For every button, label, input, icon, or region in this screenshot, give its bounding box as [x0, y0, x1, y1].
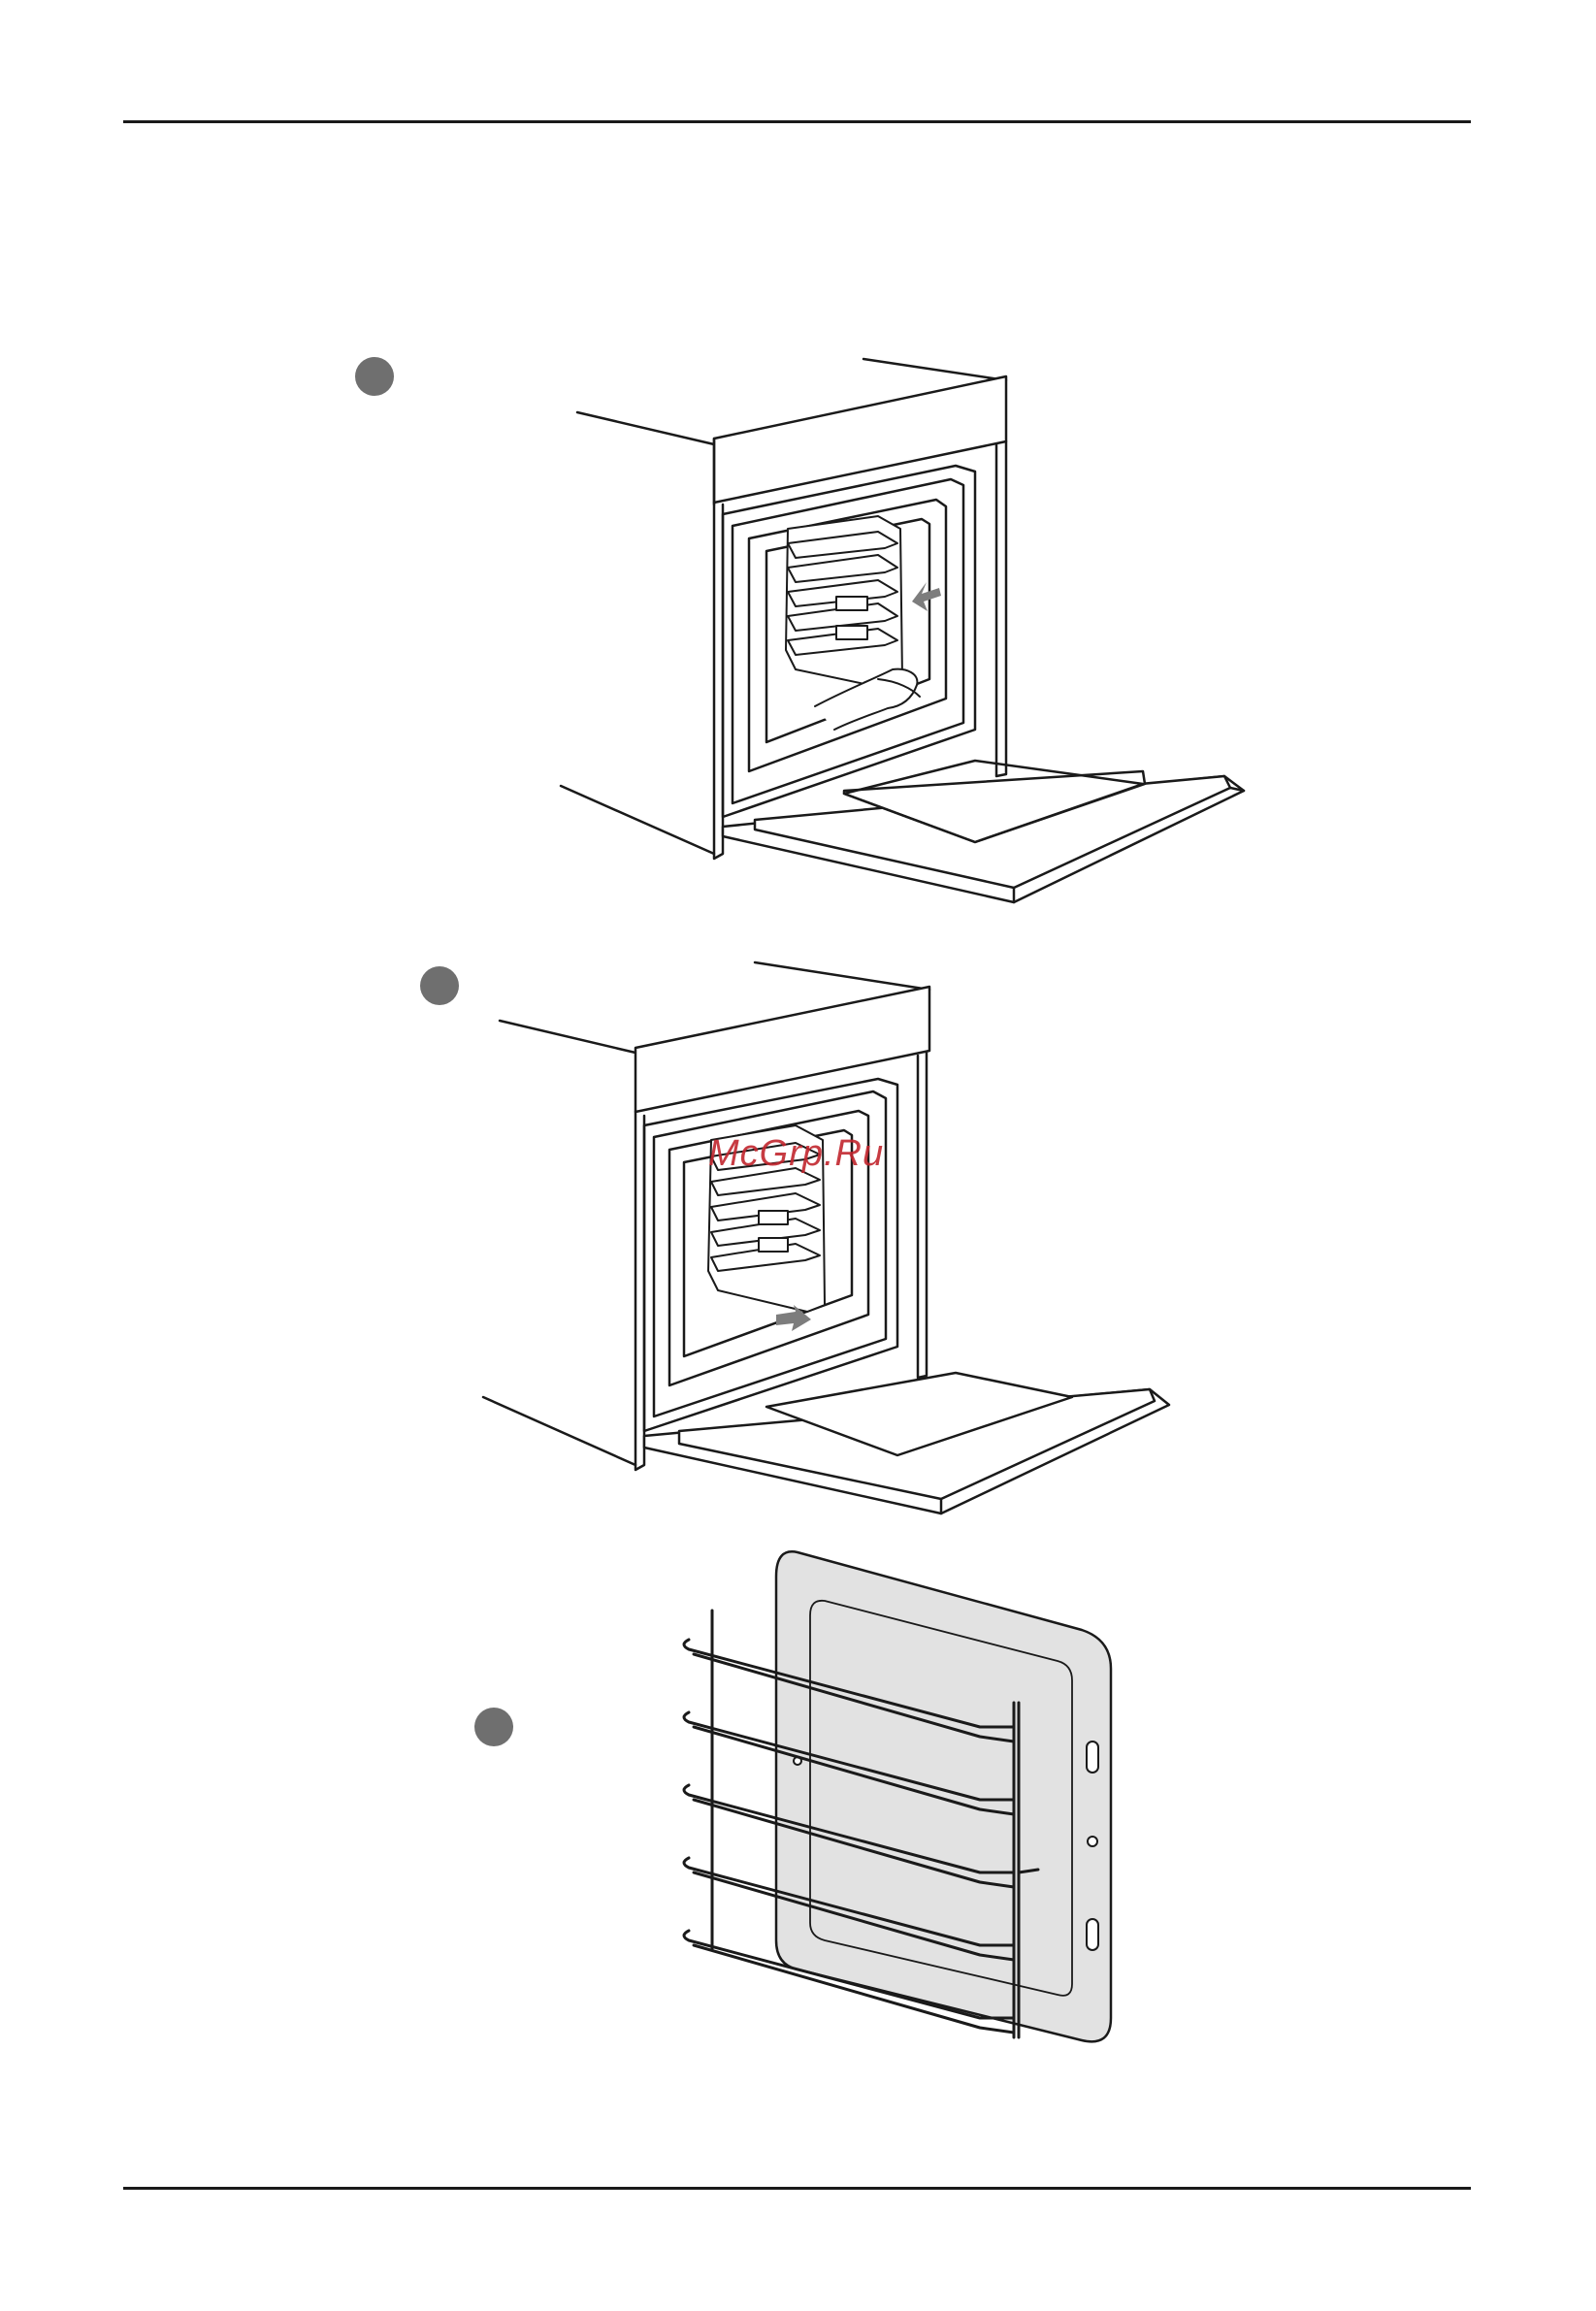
watermark-text: McGrp.Ru — [708, 1133, 884, 1175]
footer-rule — [123, 2187, 1471, 2190]
rack-panel-figure-3 — [0, 0, 1596, 2086]
